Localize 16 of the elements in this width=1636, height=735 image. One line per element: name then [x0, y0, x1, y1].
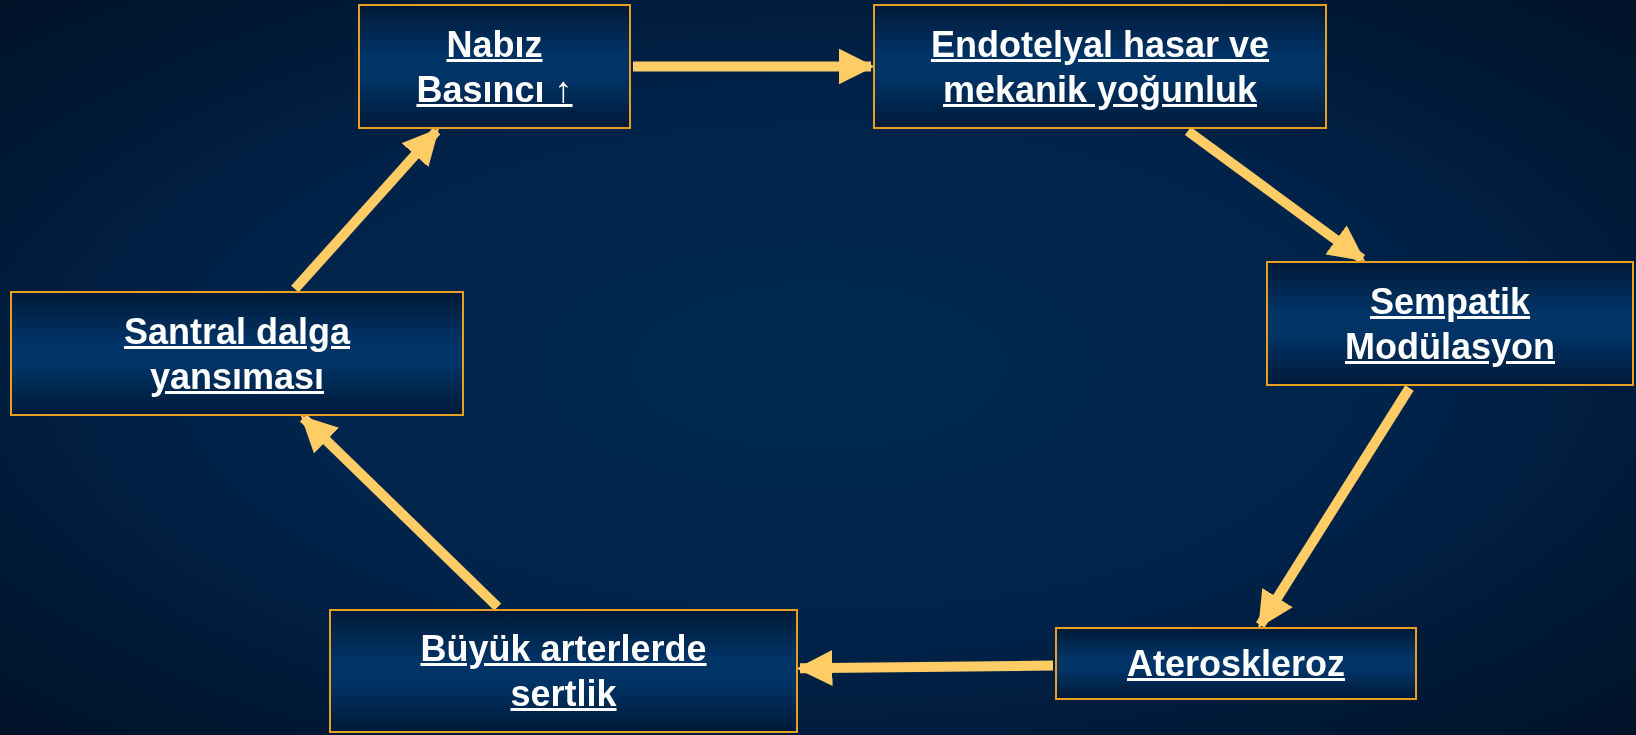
- arrow: [633, 48, 875, 85]
- box-label: Ateroskleroz: [1126, 642, 1346, 686]
- box-label: Nabız Basıncı ↑: [415, 22, 574, 112]
- process-box: [873, 4, 1327, 129]
- box-label: Sempatik Modülasyon: [1344, 279, 1556, 369]
- process-box: [1055, 627, 1417, 700]
- arrow: [291, 127, 441, 293]
- process-box: [1266, 261, 1634, 386]
- box-label: Santral dalga yansıması: [122, 309, 352, 399]
- arrow: [299, 414, 502, 611]
- process-box: [358, 4, 631, 129]
- process-box: [10, 291, 464, 416]
- arrow: [1256, 385, 1414, 629]
- process-box: [329, 609, 798, 733]
- box-label: Endotelyal hasar ve mekanik yoğunluk: [929, 22, 1271, 112]
- box-label: Büyük arterlerde sertlik: [419, 627, 708, 716]
